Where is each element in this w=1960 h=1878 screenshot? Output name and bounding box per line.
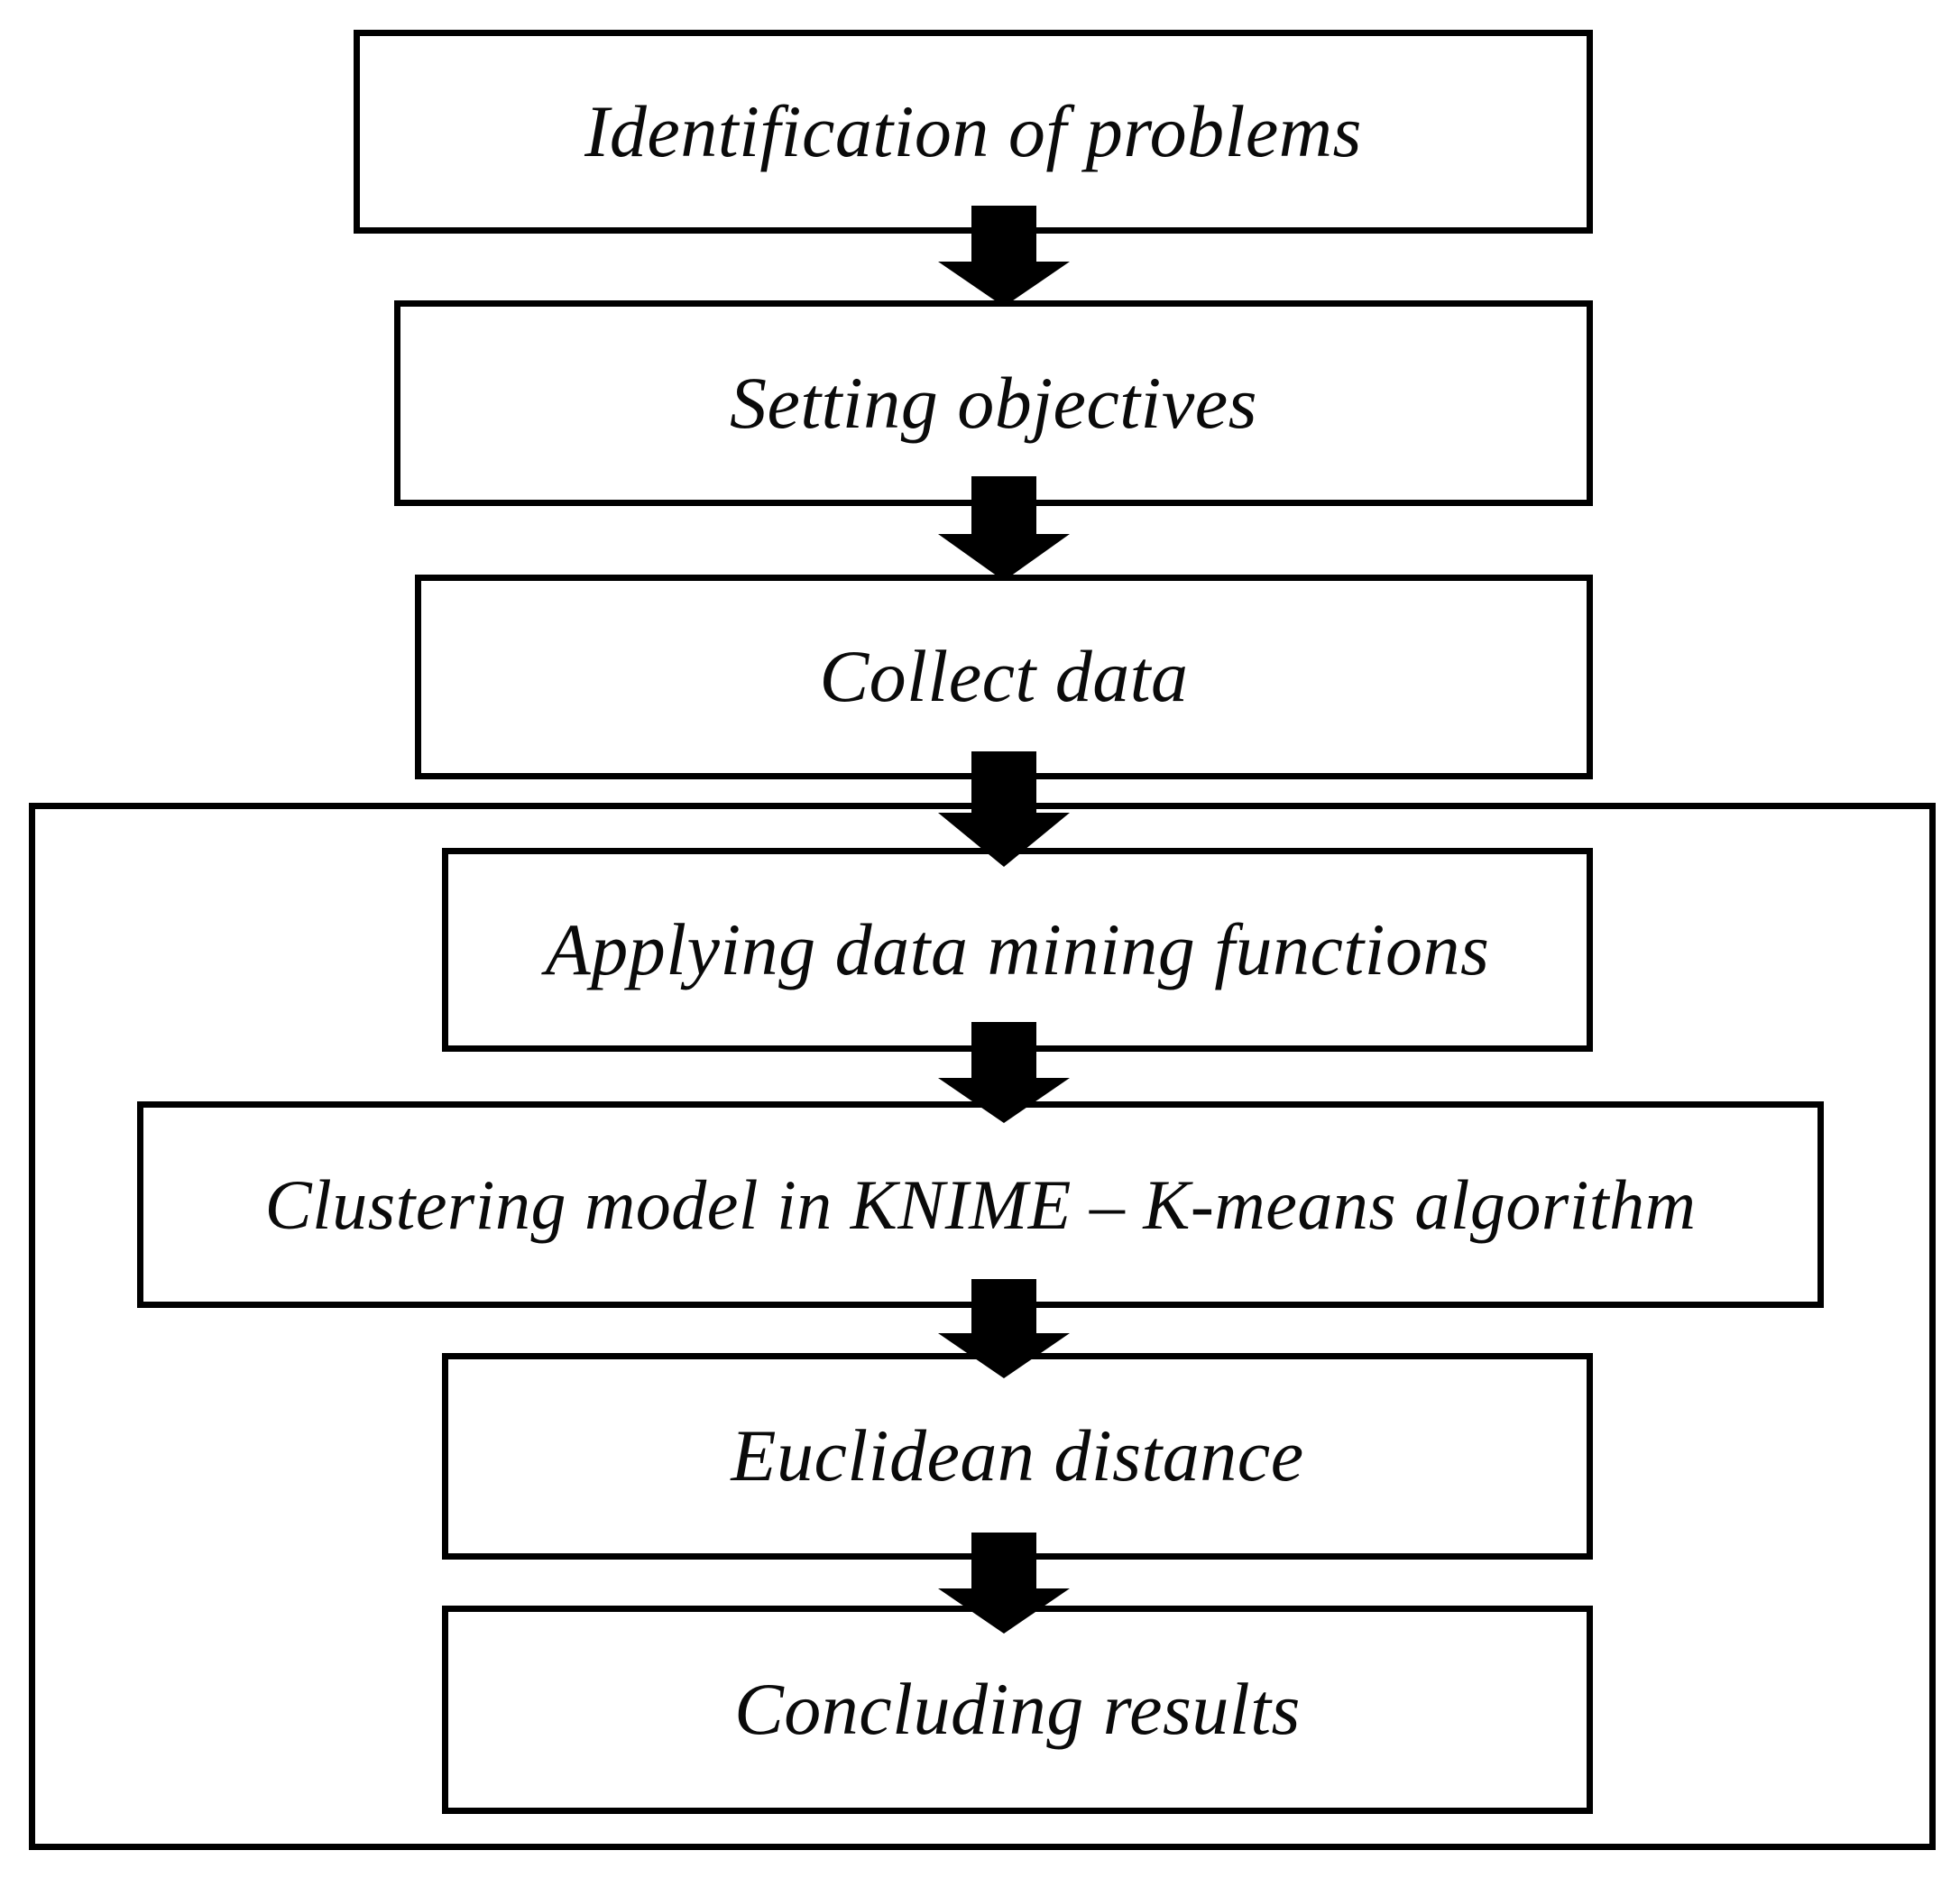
node-label: Applying data mining functions — [545, 907, 1490, 990]
node-concluding-results[interactable]: Concluding results — [442, 1606, 1593, 1814]
node-setting-objectives[interactable]: Setting objectives — [394, 300, 1593, 506]
node-label: Collect data — [819, 635, 1189, 718]
arrow-down-icon-5 — [938, 1279, 1070, 1378]
node-clustering-model-knime[interactable]: Clustering model in KNIME – K-means algo… — [137, 1101, 1824, 1308]
node-label: Euclidean distance — [731, 1414, 1304, 1497]
node-label: Setting objectives — [729, 361, 1258, 444]
node-label: Concluding results — [734, 1668, 1301, 1751]
node-applying-data-mining-functions[interactable]: Applying data mining functions — [442, 848, 1593, 1052]
node-identification-of-problems[interactable]: Identification of problems — [354, 30, 1593, 234]
node-euclidean-distance[interactable]: Euclidean distance — [442, 1353, 1593, 1560]
node-label: Identification of problems — [584, 89, 1362, 172]
arrow-down-icon-2 — [938, 476, 1070, 581]
arrow-down-icon-3 — [938, 751, 1070, 867]
node-collect-data[interactable]: Collect data — [415, 575, 1593, 779]
arrow-down-icon-1 — [938, 206, 1070, 307]
arrow-down-icon-6 — [938, 1533, 1070, 1634]
node-label: Clustering model in KNIME – K-means algo… — [264, 1165, 1697, 1244]
arrow-down-icon-4 — [938, 1022, 1070, 1123]
